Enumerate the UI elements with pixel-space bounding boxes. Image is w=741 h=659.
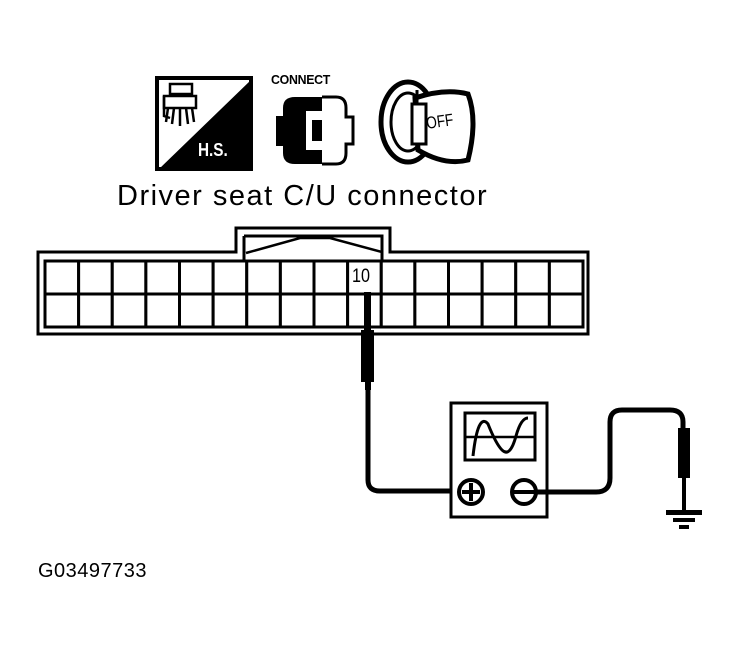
connector-pin-cell [312, 292, 350, 329]
connector-pin-cell [514, 259, 551, 296]
connector-pin-cell [178, 292, 215, 329]
harness-side-icon [155, 76, 253, 171]
ground-probe [678, 428, 690, 510]
ground-icon [666, 510, 702, 529]
connector-pin-cell [144, 292, 181, 329]
oscilloscope [449, 401, 549, 519]
harness-connector-glyph [162, 82, 198, 126]
probe-lead [361, 292, 374, 390]
harness-side-icon-label: H.S. [198, 140, 228, 160]
connector-pin-cell [43, 259, 81, 296]
positive-wire [365, 388, 460, 494]
connector-pin-cell [110, 292, 148, 329]
connector-pin-cell [514, 292, 551, 329]
connector-pin-cell [144, 259, 181, 296]
connector-pin-cell [77, 259, 114, 296]
connector-pin-cell [413, 292, 450, 329]
connector-pin-cell [211, 259, 249, 296]
connector-pin-cell [413, 259, 450, 296]
connector-pin-grid [43, 259, 585, 329]
connector-pin-cell [447, 259, 484, 296]
connector-pin-cell [447, 292, 484, 329]
ignition-off-icon [378, 79, 476, 165]
connector-pin-cell [312, 259, 350, 296]
figure-code: G03497733 [38, 560, 148, 582]
connect-icon-label: CONNECT [271, 72, 331, 87]
negative-terminal-icon [510, 478, 538, 506]
connector-pin-cell [379, 292, 417, 329]
connector-pin-cell [480, 259, 518, 296]
ignition-off-icon-label: OFF [425, 110, 455, 133]
connector-pin-cell [43, 292, 81, 329]
connector-pin-cell [278, 259, 316, 296]
negative-wire [536, 407, 686, 495]
connector-housing [36, 226, 590, 336]
connector-pin-cell [245, 292, 282, 329]
connector-pin-cell [110, 259, 148, 296]
connector-pin-cell [245, 259, 282, 296]
pin-number-label: 10 [352, 266, 370, 287]
sine-wave-trace [471, 416, 529, 457]
connector-pin-cell [178, 259, 215, 296]
diagram-title: Driver seat C/U connector [117, 180, 489, 212]
connector-pin-cell [278, 292, 316, 329]
connector-pin-cell [77, 292, 114, 329]
positive-terminal-icon [457, 478, 485, 506]
connector-pin-cell [379, 259, 417, 296]
connector-pin-cell [480, 292, 518, 329]
connector-pin-cell [547, 292, 585, 329]
connector-pin-cell [547, 259, 585, 296]
connect-icon [276, 95, 355, 166]
connector-pin-cell [211, 292, 249, 329]
